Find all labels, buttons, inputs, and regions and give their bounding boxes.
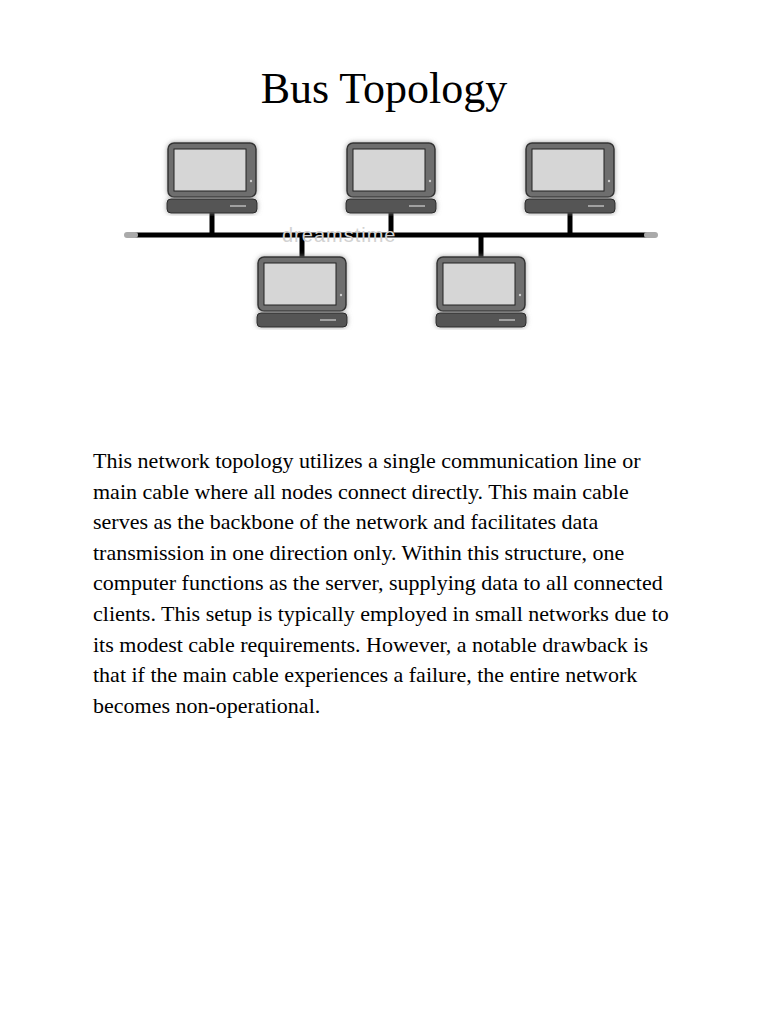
keyboard-base — [436, 313, 526, 327]
power-light — [519, 294, 521, 296]
drive-slot — [499, 319, 515, 321]
drop-cable — [568, 213, 573, 235]
drive-slot — [588, 205, 604, 207]
power-light — [429, 180, 431, 182]
terminator — [124, 232, 138, 238]
drive-slot — [320, 319, 336, 321]
computer-icon — [525, 143, 615, 235]
screen — [264, 263, 336, 305]
computer-icon — [346, 143, 436, 235]
monitor — [258, 257, 346, 311]
drive-slot — [409, 205, 425, 207]
watermark: dreamstime — [282, 224, 396, 247]
page-title: Bus Topology — [0, 64, 768, 114]
description-text: This network topology utilizes a single … — [93, 446, 681, 721]
screen — [353, 149, 425, 191]
monitor — [437, 257, 525, 311]
keyboard-base — [346, 199, 436, 213]
keyboard-base — [525, 199, 615, 213]
monitor — [168, 143, 256, 197]
computer-icon — [167, 143, 257, 235]
power-light — [250, 180, 252, 182]
screen — [532, 149, 604, 191]
screen — [174, 149, 246, 191]
power-light — [608, 180, 610, 182]
drop-cable — [479, 235, 484, 257]
screen — [443, 263, 515, 305]
computer-icon — [257, 235, 347, 327]
computer-icon — [436, 235, 526, 327]
drop-cable — [210, 213, 215, 235]
keyboard-base — [257, 313, 347, 327]
monitor — [347, 143, 435, 197]
keyboard-base — [167, 199, 257, 213]
terminator — [644, 232, 658, 238]
power-light — [340, 294, 342, 296]
drive-slot — [230, 205, 246, 207]
monitor — [526, 143, 614, 197]
